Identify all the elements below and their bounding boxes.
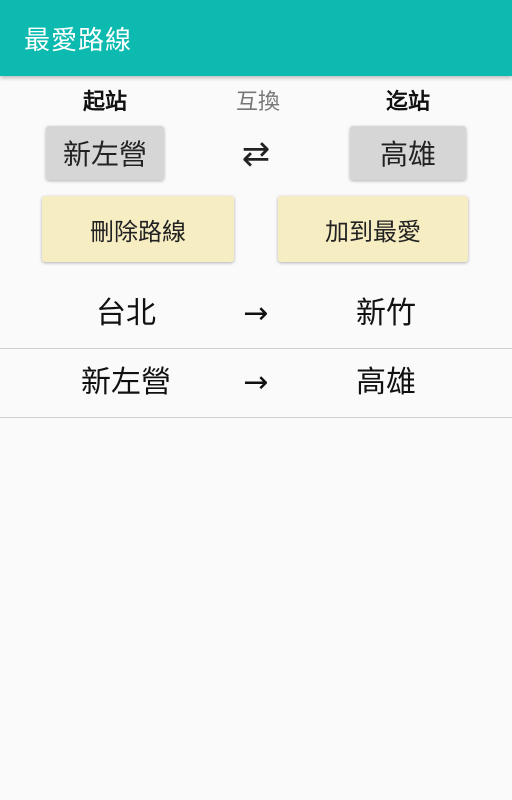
add-to-favorites-button[interactable]: 加到最愛	[278, 196, 468, 262]
route-from: 台北	[96, 296, 156, 331]
start-station-button[interactable]: 新左營	[46, 126, 164, 180]
swap-label: 互換	[235, 90, 280, 115]
app-bar: 最愛路線	[0, 0, 512, 76]
arrow-right-icon: →	[243, 365, 269, 400]
route-to: 高雄	[356, 365, 416, 400]
swap-icon[interactable]: ⇄	[241, 134, 271, 174]
end-station-button[interactable]: 高雄	[350, 126, 466, 180]
route-to: 新竹	[356, 296, 416, 331]
delete-route-button[interactable]: 刪除路線	[42, 196, 234, 262]
route-list: 台北 → 新竹 新左營 → 高雄	[0, 280, 512, 418]
page-title: 最愛路線	[24, 25, 133, 56]
route-row[interactable]: 新左營 → 高雄	[0, 349, 512, 418]
route-row[interactable]: 台北 → 新竹	[0, 280, 512, 349]
arrow-right-icon: →	[243, 296, 269, 331]
start-station-label: 起站	[82, 90, 127, 115]
end-station-label: 迄站	[385, 90, 430, 115]
route-from: 新左營	[81, 365, 171, 400]
